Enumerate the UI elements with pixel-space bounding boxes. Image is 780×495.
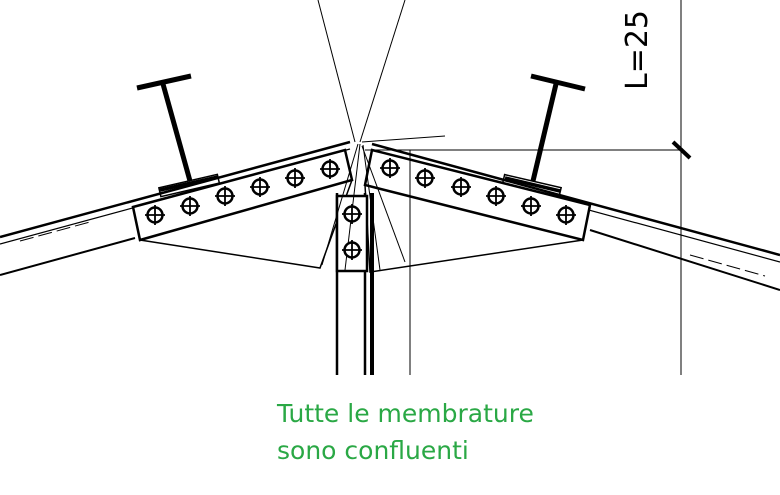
- bolt-11: [521, 196, 541, 216]
- bolt-group: [145, 158, 576, 260]
- bolt-5: [285, 168, 305, 188]
- caption-text: Tutte le membrature sono confluenti: [277, 395, 534, 469]
- bolt-3: [215, 186, 235, 206]
- dimension-line: [671, 0, 692, 375]
- caption-line-2: sono confluenti: [277, 436, 469, 465]
- dimension-label: L=25: [620, 9, 655, 90]
- bolt-1: [145, 205, 165, 225]
- bolt-13: [342, 204, 362, 224]
- bolt-9: [451, 177, 471, 197]
- bolt-12: [556, 205, 576, 225]
- left-gusset-plate: [131, 148, 354, 269]
- bolt-2: [180, 196, 200, 216]
- bolt-8: [415, 168, 435, 188]
- bolt-10: [486, 186, 506, 206]
- caption-line-1: Tutte le membrature: [277, 399, 534, 428]
- right-purlin: [501, 73, 586, 198]
- left-purlin: [136, 73, 221, 198]
- system-axis-lines: [317, 0, 680, 375]
- bolt-14: [342, 240, 362, 260]
- bolt-4: [250, 177, 270, 197]
- bolt-7: [380, 158, 400, 178]
- bolt-6: [320, 159, 340, 179]
